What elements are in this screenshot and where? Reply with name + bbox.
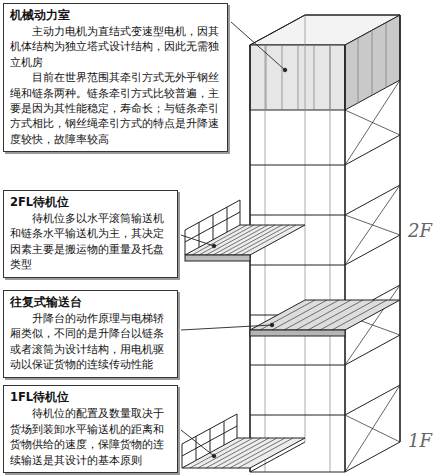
callout-heading: 往复式输送台 bbox=[10, 294, 171, 310]
callout-body: 目前在世界范围其牵引方式无外乎钢丝绳和链条两种。链条牵引方式比较普遍，主要是因为… bbox=[10, 70, 221, 147]
2f-standby-conveyor bbox=[185, 200, 305, 261]
machine-room bbox=[250, 15, 400, 110]
callout-heading: 2FL待机位 bbox=[10, 194, 171, 210]
floor-label: 1F bbox=[408, 432, 432, 450]
callout-body: 升降台的动作原理与电梯轿厢类似，不同的是升降台以链条或者滚筒为设计结构，用电机驱… bbox=[10, 311, 171, 373]
callout-body: 待机位多以水平滚筒输送机和链条水平输送机为主，其决定因素主要是搬运物的重量及托盘… bbox=[10, 211, 171, 273]
callout-box: 2FL待机位待机位多以水平滚筒输送机和链条水平输送机为主，其决定因素主要是搬运物… bbox=[3, 190, 178, 278]
floor-label: 2F bbox=[408, 222, 432, 240]
reciprocating-lift-platform bbox=[250, 300, 400, 336]
callout-heading: 1FL待机位 bbox=[10, 389, 171, 405]
tower-frame bbox=[250, 15, 400, 472]
1f-standby-conveyor bbox=[182, 414, 305, 468]
callout-body: 待机位的配置及数量取决于货场到装卸水平输送机的距离和货物供给的速度，保障货物的连… bbox=[10, 406, 171, 468]
callout-body: 主动力电机为直结式变速型电机，因其机体结构为独立塔式设计结构，因此无需独立机房 bbox=[10, 24, 221, 70]
callout-heading: 机械动力室 bbox=[10, 7, 221, 23]
callout-box: 机械动力室主动力电机为直结式变速型电机，因其机体结构为独立塔式设计结构，因此无需… bbox=[3, 3, 228, 152]
callout-box: 往复式输送台升降台的动作原理与电梯轿厢类似，不同的是升降台以链条或者滚筒为设计结… bbox=[3, 290, 178, 378]
callout-box: 1FL待机位待机位的配置及数量取决于货场到装卸水平输送机的距离和货物供给的速度，… bbox=[3, 385, 178, 473]
